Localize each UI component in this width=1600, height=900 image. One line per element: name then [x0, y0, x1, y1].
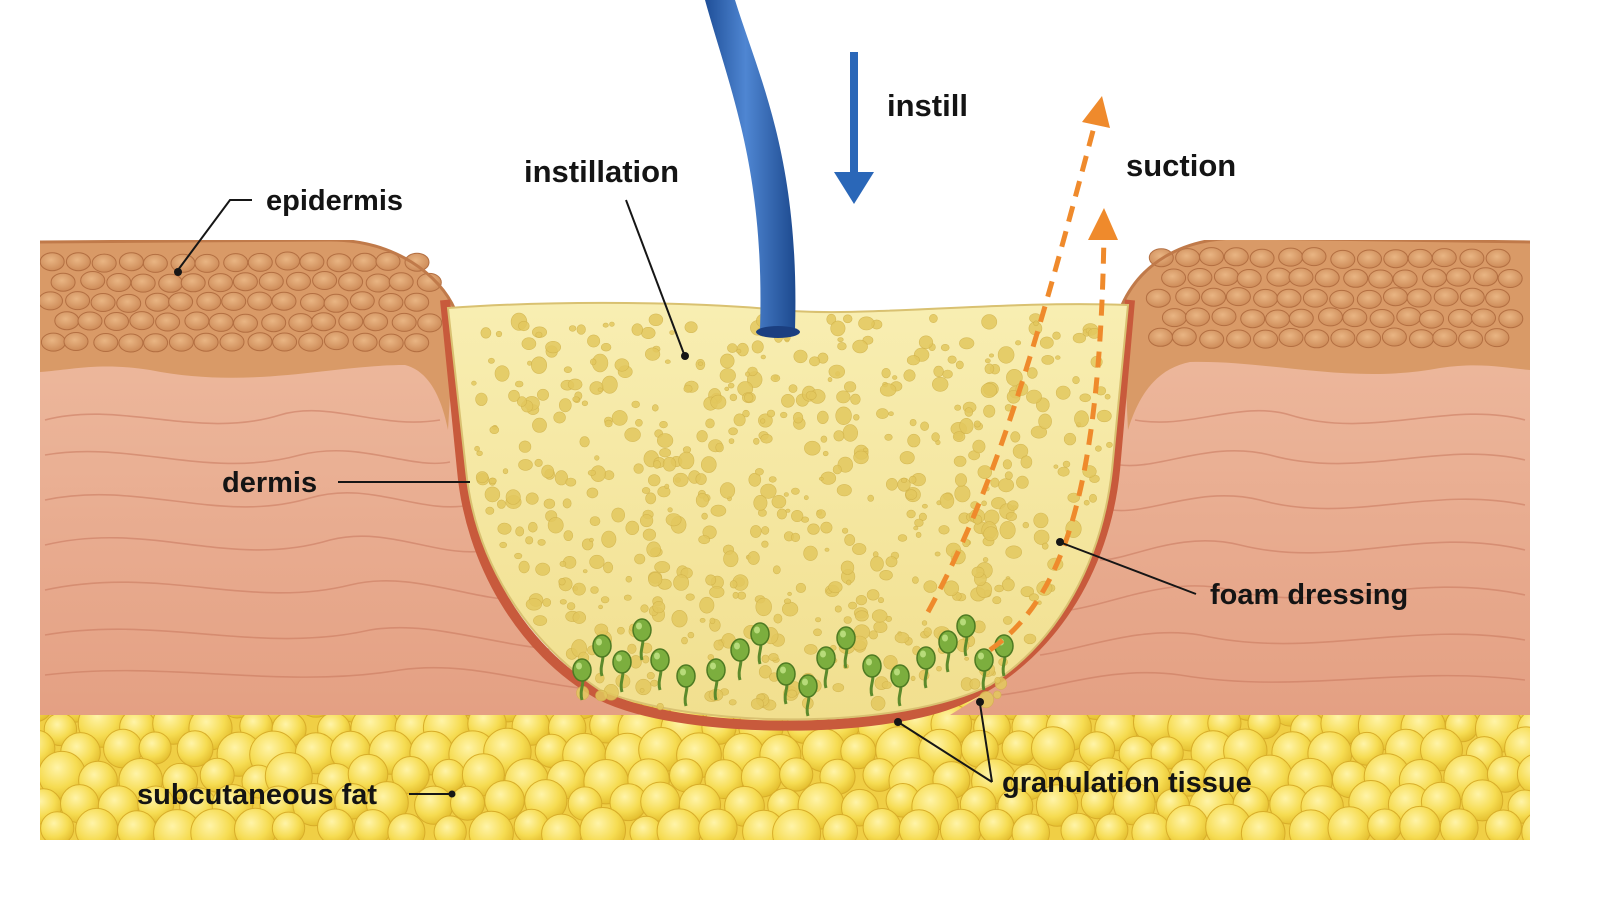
label-instillation: instillation: [524, 154, 679, 189]
label-subcutaneous-fat-group: subcutaneous fat: [137, 779, 456, 811]
label-epidermis-group: epidermis: [174, 185, 403, 276]
foam-dressing: [446, 301, 1130, 721]
foam-pores: [471, 312, 1113, 711]
label-dermis-group: dermis: [222, 467, 470, 499]
label-granulation-tissue: granulation tissue: [1002, 767, 1252, 799]
label-dermis: dermis: [222, 467, 317, 499]
instillation-tube: [705, 0, 800, 338]
label-suction: suction: [1126, 148, 1236, 183]
dermis-fibres: [44, 409, 1526, 696]
label-subcutaneous-fat: subcutaneous fat: [137, 779, 377, 811]
label-epidermis: epidermis: [266, 185, 403, 217]
wound-bed: [440, 299, 1135, 731]
label-foam-dressing-group: foam dressing: [1056, 538, 1408, 611]
label-granulation-tissue-group: granulation tissue: [894, 698, 1252, 799]
label-instill: instill: [887, 88, 968, 123]
suction-arrow-icon: [925, 96, 1118, 653]
epidermis-cells: [40, 247, 1524, 353]
label-foam-dressing: foam dressing: [1210, 579, 1408, 611]
tissue-cross-section: [40, 240, 1530, 840]
label-instillation-group: instillation: [524, 154, 689, 360]
instill-arrow-icon: [834, 52, 874, 204]
granulation-tissue-buds: [572, 614, 1014, 717]
